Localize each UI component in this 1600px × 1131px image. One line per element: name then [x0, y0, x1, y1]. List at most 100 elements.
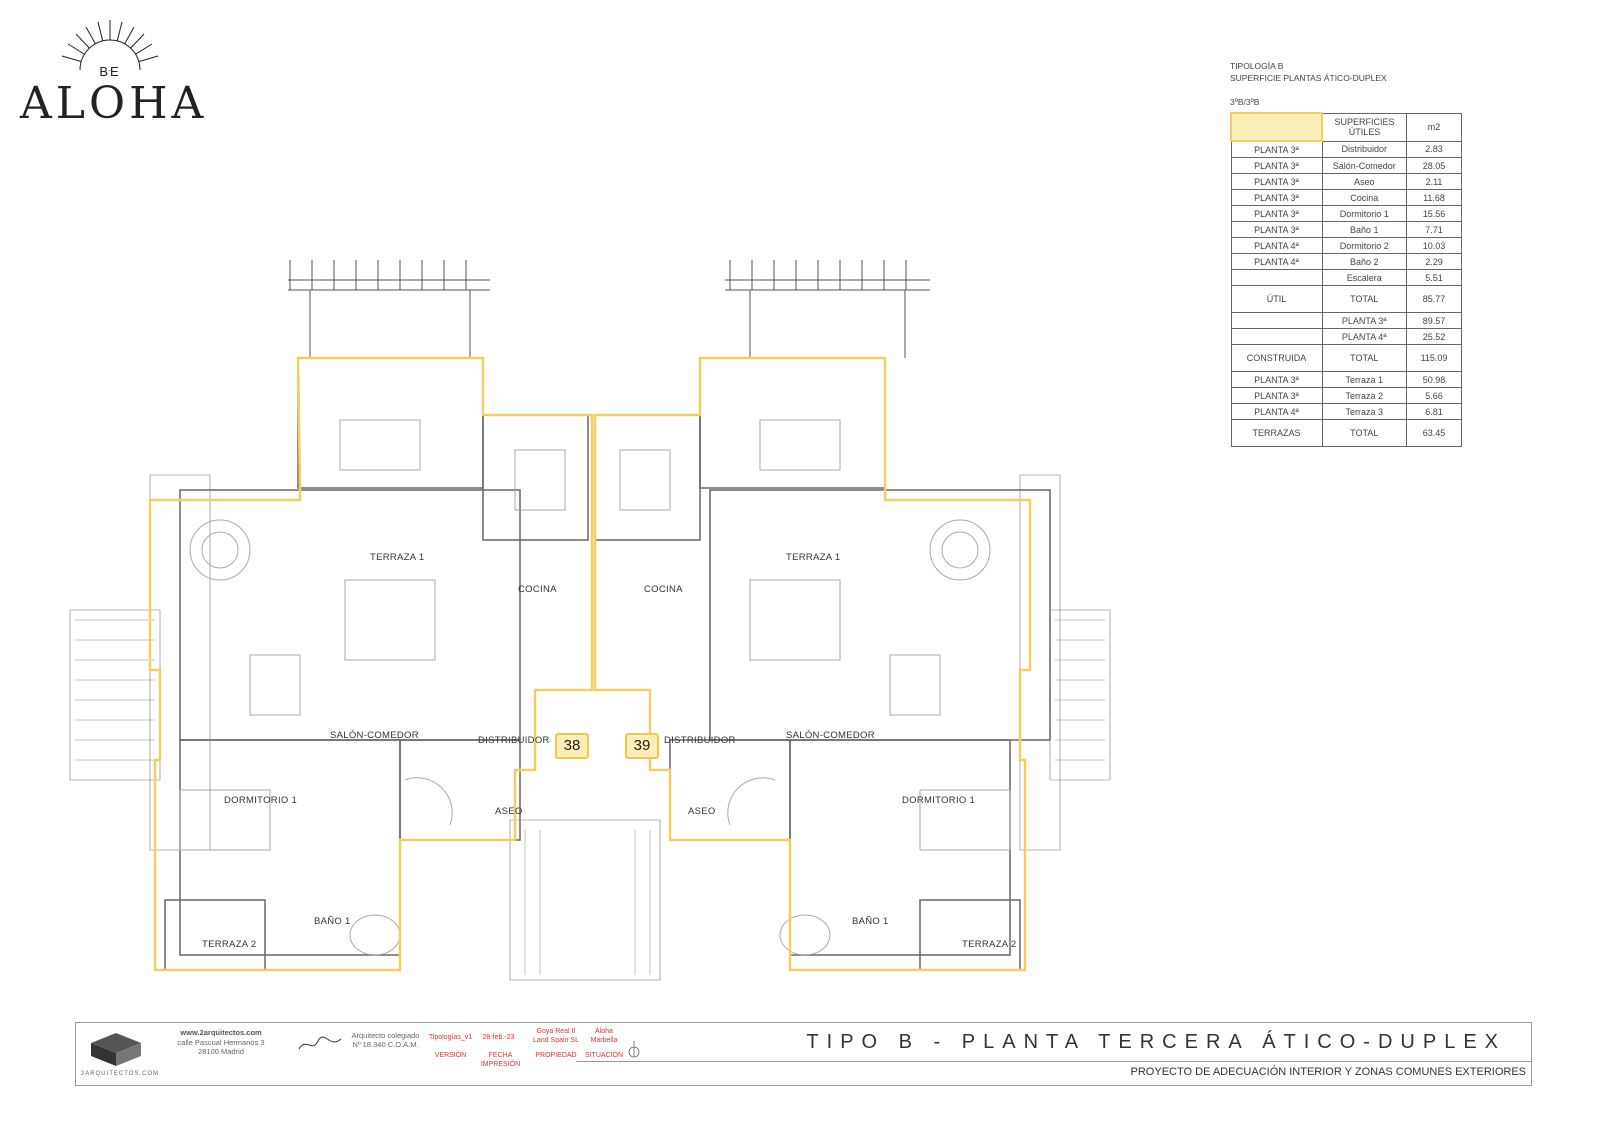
table-cell	[1230, 269, 1323, 286]
roof-lines	[75, 619, 1105, 975]
unit-number-badge: 39	[625, 733, 659, 759]
table-cell: PLANTA 3ª	[1230, 387, 1323, 404]
table-cell: Terraza 1	[1321, 371, 1407, 388]
room-bano1-left: BAÑO 1	[314, 916, 351, 927]
room-dormitorio1-left: DORMITORIO 1	[224, 795, 298, 806]
date-label: FECHA IMPRESIÓN	[480, 1052, 521, 1068]
room-cocina-left: COCINA	[518, 584, 557, 595]
room-terraza1-left: TERRAZA 1	[370, 552, 425, 563]
version-value: Tipologías_v1	[428, 1034, 473, 1041]
table-cell: PLANTA 4ª	[1321, 328, 1407, 345]
drawing-title: TIPO B - PLANTA TERCERA ÁTICO-DUPLEX	[806, 1031, 1506, 1053]
address-line2: 28100 Madrid	[198, 1047, 244, 1056]
version-label: VERSIÓN	[434, 1052, 467, 1059]
table-cell: PLANTA 3ª	[1230, 140, 1323, 158]
typology-header: TIPOLOGÍA B SUPERFICIE PLANTAS ÁTICO-DUP…	[1230, 60, 1387, 84]
table-cell: TERRAZAS	[1230, 419, 1323, 447]
pergola-left	[288, 260, 490, 358]
place-label: SITUACIÓN	[584, 1052, 624, 1059]
table-cell: Terraza 3	[1321, 403, 1407, 420]
web-address: www.2arquitectos.com	[180, 1028, 262, 1037]
table-cell: 15.56	[1406, 205, 1462, 222]
table-cell: 2.83	[1406, 140, 1462, 158]
table-cell: 2.11	[1406, 173, 1462, 190]
table-cell	[1230, 312, 1323, 329]
owner-value1: Goya Real II	[536, 1028, 576, 1035]
table-cell: Distribuidor	[1321, 140, 1407, 158]
table-cell: PLANTA 4ª	[1230, 403, 1323, 420]
unit-number-badge: 38	[555, 733, 589, 759]
typology-line2: SUPERFICIE PLANTAS ÁTICO-DUPLEX	[1230, 73, 1387, 83]
table-cell: Cocina	[1321, 189, 1407, 206]
table-cell: 5.51	[1406, 269, 1462, 286]
table-cell: PLANTA 3ª	[1230, 157, 1323, 174]
address-line1: calle Pascual Hermanos 3	[177, 1038, 265, 1047]
table-cell: 2.29	[1406, 253, 1462, 270]
table-cell: Salón-Comedor	[1321, 157, 1407, 174]
table-header-cell: m2	[1406, 112, 1462, 142]
room-terraza2-left: TERRAZA 2	[202, 939, 257, 950]
furniture	[179, 419, 1011, 956]
logo-be: BE	[99, 64, 121, 79]
room-salon-left: SALÓN-COMEDOR	[330, 730, 419, 741]
owner-value2: Land Spain SL	[533, 1037, 579, 1044]
table-cell: ÚTIL	[1230, 285, 1323, 313]
table-cell: PLANTA 3ª	[1230, 173, 1323, 190]
table-cell: 7.71	[1406, 221, 1462, 238]
table-cell: 85.77	[1406, 285, 1462, 313]
brand-text: 2ARQUITECTOS.COM	[80, 1071, 160, 1077]
table-cell: 89.57	[1406, 312, 1462, 329]
table-cell: 11.68	[1406, 189, 1462, 206]
room-distribuidor-right: DISTRIBUIDOR	[664, 735, 736, 746]
table-cell: 10.03	[1406, 237, 1462, 254]
table-cell: PLANTA 4ª	[1230, 253, 1323, 270]
unit-outline-left	[148, 356, 594, 972]
table-cell: Dormitorio 2	[1321, 237, 1407, 254]
company-logo-icon	[91, 1033, 141, 1066]
table-cell: TOTAL	[1321, 419, 1407, 447]
room-terraza1-right: TERRAZA 1	[786, 552, 841, 563]
table-cell: Baño 2	[1321, 253, 1407, 270]
table-cell: TOTAL	[1321, 285, 1407, 313]
table-cell: PLANTA 4ª	[1230, 237, 1323, 254]
table-cell: PLANTA 3ª	[1230, 189, 1323, 206]
table-header-cell	[1230, 112, 1323, 142]
room-bano1-right: BAÑO 1	[852, 916, 889, 927]
architect-line1: Arquitecto colegiado	[351, 1031, 420, 1040]
table-header-row: SUPERFICIES ÚTILES m2	[1230, 112, 1462, 142]
table-cell: 63.45	[1406, 419, 1462, 447]
title-block: 2ARQUITECTOS.COM www.2arquitectos.com ca…	[75, 1022, 1532, 1086]
table-cell: 115.09	[1406, 344, 1462, 372]
table-cell	[1230, 328, 1323, 345]
place-value1: Aloha	[595, 1028, 613, 1035]
typology-line1: TIPOLOGÍA B	[1230, 61, 1284, 71]
table-cell: Terraza 2	[1321, 387, 1407, 404]
north-arrow-icon	[628, 1041, 640, 1058]
room-aseo-left: ASEO	[495, 806, 523, 817]
table-cell: 5.66	[1406, 387, 1462, 404]
table-cell: Escalera	[1321, 269, 1407, 286]
typology-units: 3ºB/3ºB	[1230, 97, 1260, 107]
room-salon-right: SALÓN-COMEDOR	[786, 730, 875, 741]
room-dormitorio1-right: DORMITORIO 1	[902, 795, 976, 806]
room-terraza2-right: TERRAZA 2	[962, 939, 1017, 950]
signature-icon	[298, 1036, 342, 1050]
owner-label: PROPIEDAD	[535, 1052, 577, 1059]
unit-outline-right	[593, 356, 1032, 972]
logo-name: ALOHA	[20, 78, 208, 129]
